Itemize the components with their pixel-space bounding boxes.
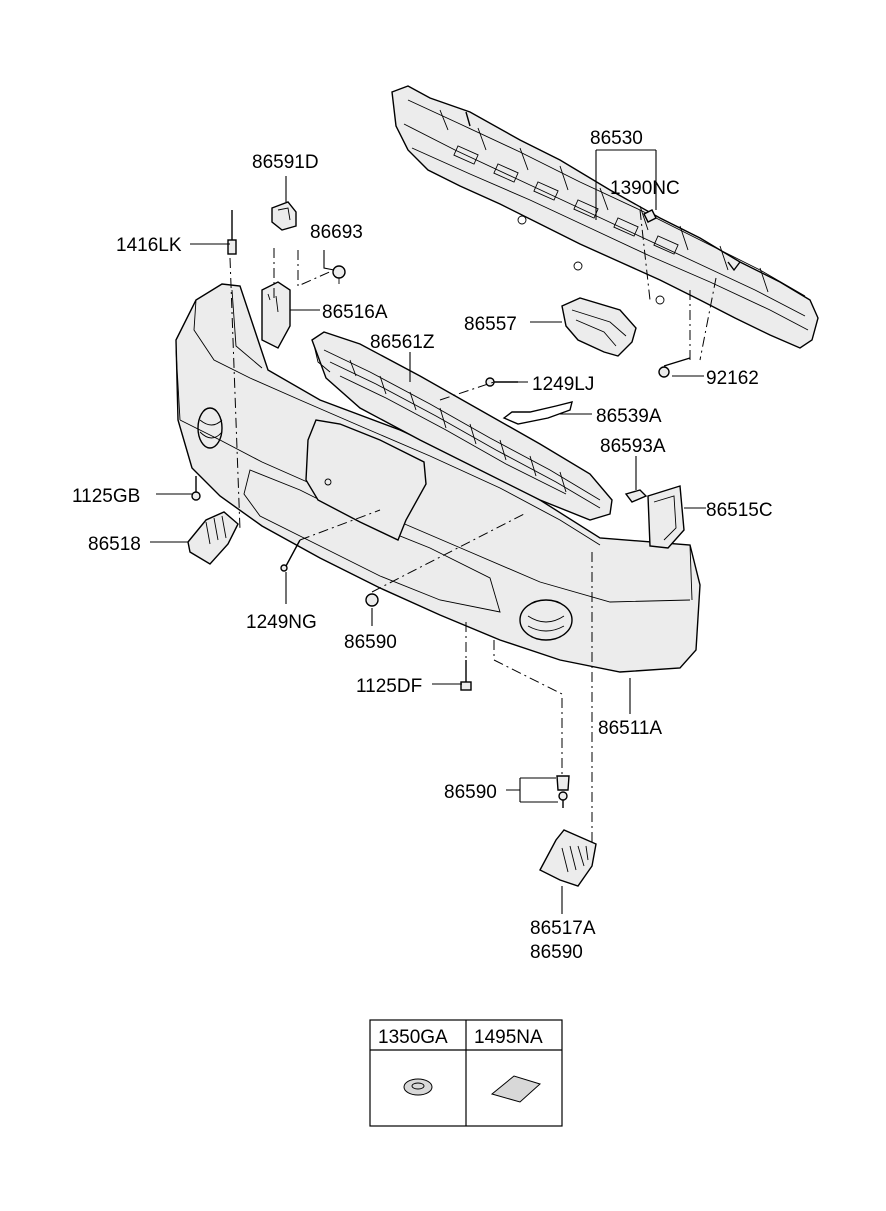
part-labels: 86530 1390NC 86591D 86693 1416LK 86516A …: [72, 128, 773, 963]
label-86557: 86557: [464, 314, 517, 335]
label-1125df: 1125DF: [356, 676, 422, 697]
bumper-cover: [175, 283, 701, 673]
label-86511a: 86511A: [598, 718, 662, 739]
washer-icon: [403, 1078, 433, 1096]
label-86530: 86530: [590, 128, 643, 149]
label-86590-a: 86590: [344, 632, 397, 653]
lower-grille: [311, 331, 613, 521]
label-86591d: 86591D: [252, 152, 319, 173]
table-header-1350ga: 1350GA: [378, 1027, 448, 1048]
bracket-86515c: [647, 485, 685, 549]
label-86693: 86693: [310, 222, 363, 243]
label-86590-b: 86590: [444, 782, 497, 803]
screw-1249ng: [280, 539, 301, 572]
clip-1390nc: [643, 209, 657, 223]
legend-table: 1350GA 1495NA: [369, 1019, 563, 1127]
clip-86693: [332, 265, 346, 284]
label-86561z: 86561Z: [370, 332, 435, 353]
bolt-1125df: [460, 660, 472, 691]
label-86515c: 86515C: [706, 500, 773, 521]
label-86518: 86518: [88, 534, 141, 555]
label-1390nc: 1390NC: [610, 178, 680, 199]
label-92162: 92162: [706, 368, 759, 389]
leader-lines: [150, 149, 706, 914]
clips-86590-b: [556, 775, 570, 808]
label-1416lk: 1416LK: [116, 235, 182, 256]
clip-86593a: [624, 489, 648, 503]
bracket-86591d: [271, 201, 297, 231]
bracket-86516a: [261, 281, 291, 349]
pad-icon: [490, 1075, 541, 1103]
label-86590-c: 86590: [530, 942, 583, 963]
rod-1416lk: [227, 210, 237, 255]
bolt-92162: [658, 357, 691, 378]
label-86516a: 86516A: [322, 302, 388, 323]
assembly-lines: [229, 209, 717, 842]
bracket-86517a: [539, 829, 597, 887]
clip-86590-a: [365, 593, 379, 607]
label-1249ng: 1249NG: [246, 612, 317, 633]
label-86593a: 86593A: [600, 436, 666, 457]
label-1249lj: 1249LJ: [532, 374, 594, 395]
label-1125gb: 1125GB: [72, 486, 140, 507]
label-86517a: 86517A: [530, 918, 596, 939]
strip-86539a: [502, 401, 573, 425]
absorber-86557: [561, 297, 637, 357]
label-86539a: 86539A: [596, 406, 662, 427]
bracket-86518: [187, 511, 239, 565]
bolt-1125gb: [191, 476, 201, 501]
table-header-1495na: 1495NA: [474, 1027, 543, 1048]
